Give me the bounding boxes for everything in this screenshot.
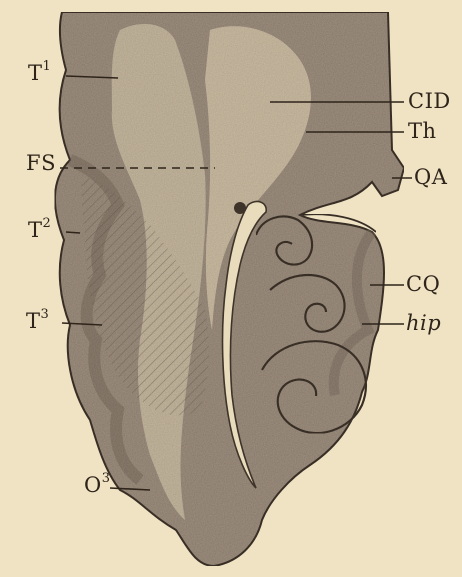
label-th-base: Th [408,119,437,143]
label-qa-base: QA [414,165,448,189]
label-o3-base: O [84,473,102,497]
label-cid: CID [408,89,451,113]
label-cq: CQ [406,272,440,296]
label-t2-base: T [28,218,43,242]
label-t1-base: T [28,61,43,85]
label-t1-sup: 1 [43,59,52,74]
label-cid-base: CID [408,89,451,113]
label-t3-sup: 3 [41,307,50,322]
label-t2-sup: 2 [43,216,52,231]
label-qa: QA [414,165,448,189]
label-hip: hip [406,311,441,335]
leader-t2 [66,232,80,233]
label-cq-base: CQ [406,272,440,296]
label-o3-sup: 3 [102,471,111,486]
label-fs-base: FS [26,151,56,175]
label-t3-base: T [26,309,41,333]
nucleus-dot [234,202,246,214]
label-th: Th [408,119,437,143]
label-fs: FS [26,151,56,175]
label-hip-base: hip [406,311,441,335]
